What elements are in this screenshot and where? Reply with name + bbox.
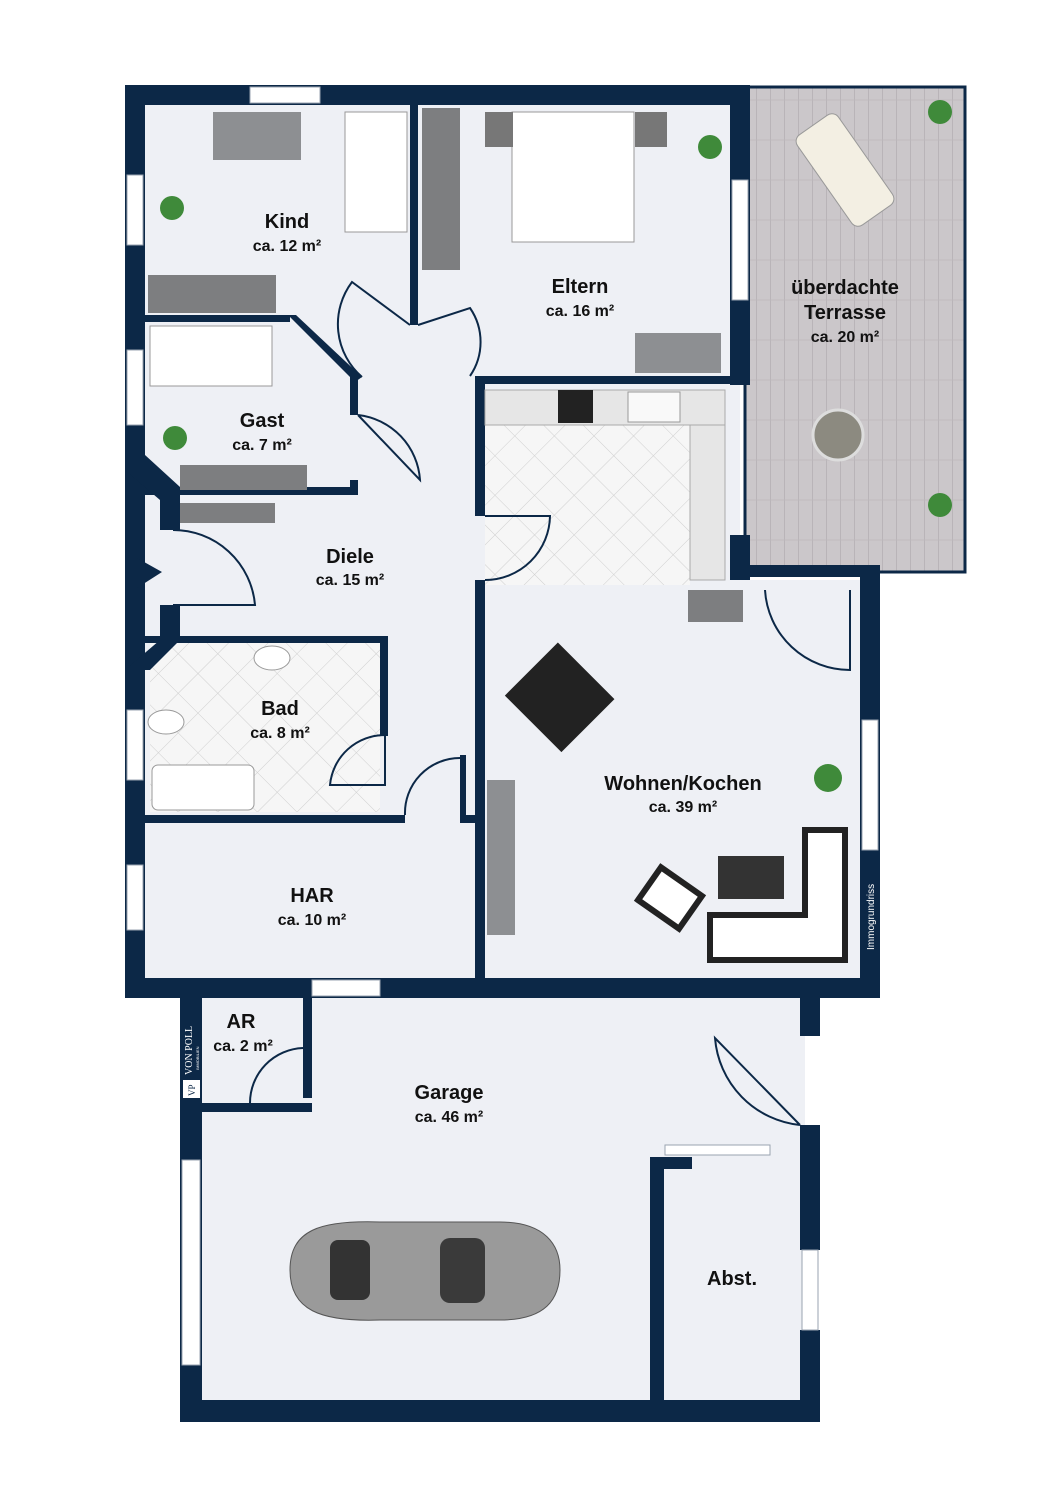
bathtub-icon (151, 764, 255, 811)
room-name-terrasse-1: überdachte (791, 277, 899, 299)
svg-text:VON POLL: VON POLL (184, 1026, 195, 1075)
room-name-abst: Abst. (707, 1268, 757, 1290)
room-name-gast: Gast (240, 410, 285, 432)
room-name-wohnen: Wohnen/Kochen (604, 773, 761, 795)
room-area-wohnen: ca. 39 m² (649, 799, 717, 816)
entrance-arrow-icon (137, 558, 162, 588)
armchair (633, 863, 707, 933)
terrace-table (811, 408, 865, 462)
plant-icon (160, 100, 952, 792)
room-area-gast: ca. 7 m² (232, 437, 292, 454)
room-name-diele: Diele (326, 546, 374, 568)
svg-text:IMMOBILIEN: IMMOBILIEN (195, 1046, 200, 1070)
room-area-har: ca. 10 m² (278, 912, 346, 929)
svg-text:VP: VP (187, 1084, 197, 1096)
bed-icon (511, 111, 635, 243)
room-name-kind: Kind (265, 211, 309, 233)
room-name-har: HAR (290, 885, 334, 907)
windows (126, 86, 879, 1366)
bed-icon (149, 325, 273, 387)
car-icon (289, 1221, 561, 1321)
room-area-ar: ca. 2 m² (213, 1038, 273, 1055)
coffee-table (718, 856, 784, 899)
furniture (137, 100, 952, 1321)
toilet-icon (147, 709, 185, 735)
bed-icon (344, 111, 408, 233)
von-poll-logo: VON POLL IMMOBILIEN VP (183, 1026, 200, 1098)
desk-icon (213, 112, 301, 160)
room-name-bad: Bad (261, 698, 299, 720)
kitchen-tiles (485, 425, 690, 585)
room-area-diele: ca. 15 m² (316, 572, 384, 589)
watermark-immogrundriss: Immogrundriss (866, 884, 877, 950)
desk-icon (635, 333, 721, 373)
tv-icon (487, 780, 515, 935)
room-name-garage: Garage (415, 1082, 484, 1104)
stove-icon (558, 390, 593, 423)
room-area-kind: ca. 12 m² (253, 238, 321, 255)
room-area-eltern: ca. 16 m² (546, 303, 614, 320)
sink-icon (627, 391, 681, 423)
room-name-eltern: Eltern (552, 276, 609, 298)
entrance-door (172, 528, 257, 606)
room-area-bad: ca. 8 m² (250, 725, 310, 742)
room-labels: Kind ca. 12 m² Eltern ca. 16 m² überdach… (213, 211, 899, 1290)
dining-table-icon (504, 642, 615, 753)
room-name-ar: AR (227, 1011, 256, 1033)
sofa-icon (707, 827, 848, 963)
room-name-terrasse-2: Terrasse (804, 302, 886, 324)
kitchen-counter (484, 389, 726, 426)
doors (172, 280, 851, 1126)
lounger-icon (795, 113, 895, 227)
room-area-garage: ca. 46 m² (415, 1109, 483, 1126)
sink-icon (253, 645, 291, 671)
room-area-terrasse: ca. 20 m² (811, 329, 879, 346)
